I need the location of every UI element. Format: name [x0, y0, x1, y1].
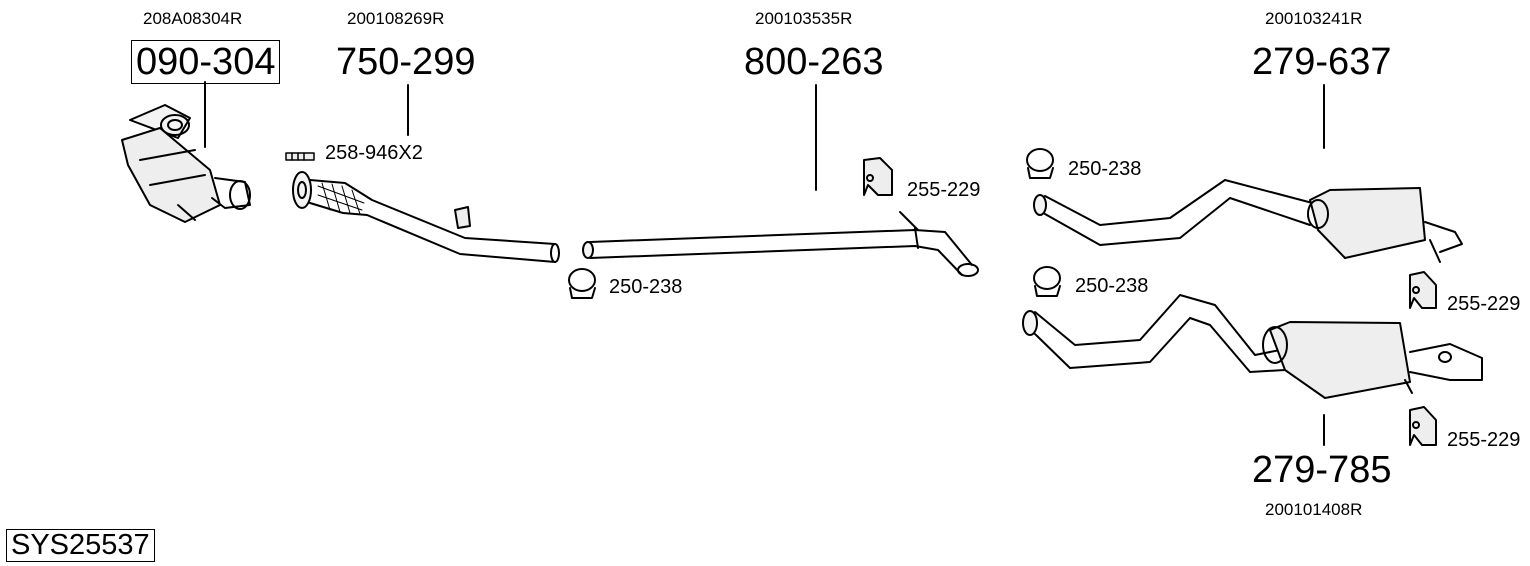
bolt-icon: [285, 152, 315, 161]
part-number-front-pipe[interactable]: 750-299: [336, 41, 476, 83]
oem-label-rear-silencer-upper: 200103241R: [1265, 9, 1363, 28]
oem-label-front-pipe: 200108269R: [347, 9, 445, 28]
accessory-label-clamp-upper[interactable]: 250-238: [1068, 158, 1142, 180]
accessory-label-hanger-lower[interactable]: 255-229: [1447, 429, 1521, 451]
clamp-icon-center: [568, 268, 596, 299]
accessory-label-hanger-center[interactable]: 255-229: [907, 179, 981, 201]
catalyst-part[interactable]: [121, 104, 251, 223]
rear-silencer-upper-part[interactable]: [1033, 179, 1463, 263]
hanger-icon-upper: [1409, 271, 1437, 309]
accessory-label-bolt-kit[interactable]: 258-946X2: [325, 142, 423, 164]
front-pipe-part[interactable]: [292, 171, 560, 263]
system-code: SYS25537: [6, 529, 155, 562]
rear-silencer-lower-part[interactable]: [1022, 294, 1483, 399]
centre-pipe-part[interactable]: [582, 211, 979, 277]
clamp-icon-lower: [1033, 266, 1061, 297]
accessory-label-clamp-center[interactable]: 250-238: [609, 276, 683, 298]
part-number-catalyst[interactable]: 090-304: [131, 40, 281, 84]
accessory-label-clamp-lower[interactable]: 250-238: [1075, 275, 1149, 297]
hanger-icon-center: [863, 157, 893, 196]
oem-label-centre-pipe: 200103535R: [755, 9, 853, 28]
accessory-label-hanger-upper[interactable]: 255-229: [1447, 293, 1521, 315]
clamp-icon-upper: [1026, 148, 1054, 179]
part-number-centre-pipe[interactable]: 800-263: [744, 41, 884, 83]
part-number-rear-silencer-upper[interactable]: 279-637: [1252, 41, 1392, 83]
oem-label-catalyst: 208A08304R: [143, 9, 243, 28]
hanger-icon-lower: [1409, 406, 1437, 446]
oem-label-rear-silencer-lower: 200101408R: [1265, 500, 1363, 519]
part-number-rear-silencer-lower[interactable]: 279-785: [1252, 449, 1392, 491]
